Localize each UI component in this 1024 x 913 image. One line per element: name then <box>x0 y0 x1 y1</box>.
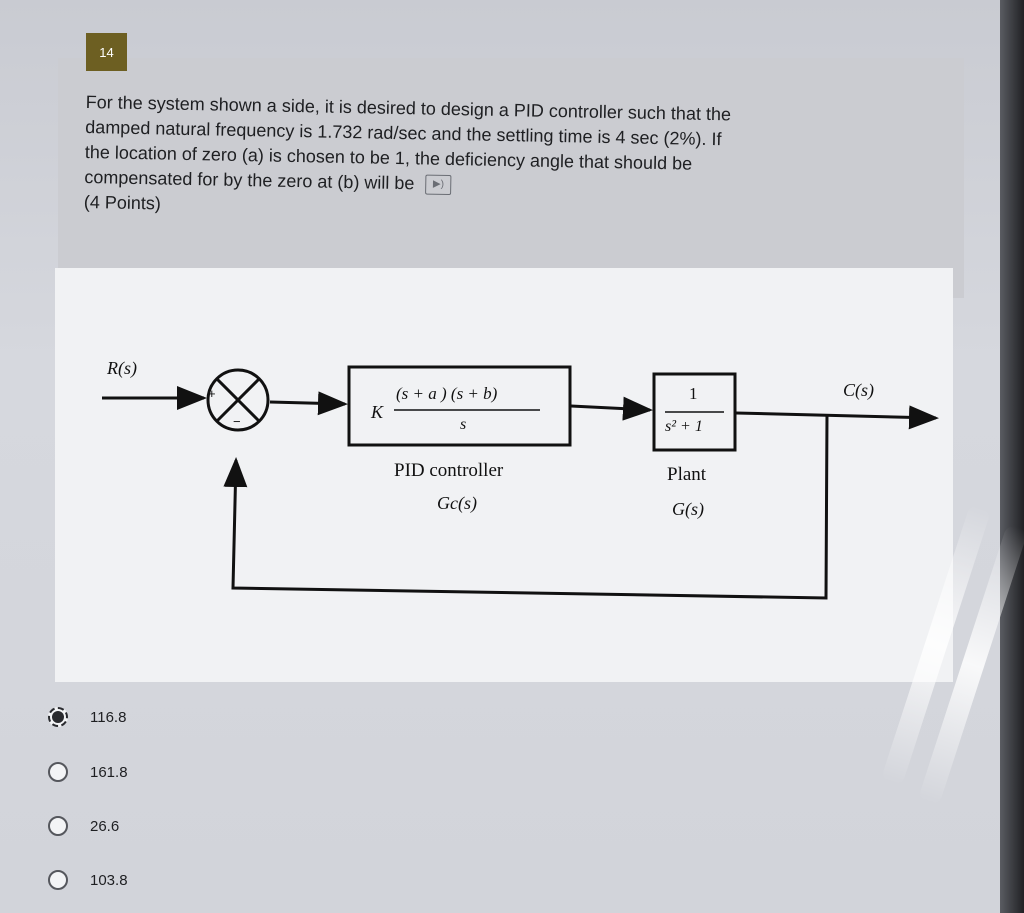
sum-plus-sign: + <box>208 386 216 401</box>
radio-button[interactable] <box>48 762 68 782</box>
controller-gain: K <box>371 402 384 422</box>
control-arrow <box>570 396 653 421</box>
option-2-label: 161.8 <box>90 763 128 781</box>
radio-button[interactable] <box>48 870 68 890</box>
controller-symbol: Gc(s) <box>437 493 477 513</box>
question-header <box>58 58 964 298</box>
error-arrow <box>269 391 348 416</box>
sum-minus-sign: − <box>233 414 241 429</box>
feedback-path <box>223 413 829 600</box>
device-edge <box>1000 0 1024 913</box>
pid-controller-block <box>347 365 572 447</box>
output-arrow <box>735 405 939 430</box>
plant-block <box>652 372 737 452</box>
plant-name: Plant <box>667 464 707 485</box>
option-4[interactable]: 103.8 <box>48 870 128 890</box>
question-number-badge: 14 <box>86 33 127 71</box>
option-3[interactable]: 26.6 <box>48 816 119 836</box>
option-2[interactable]: 161.8 <box>48 762 128 782</box>
controller-denominator: s <box>460 416 467 433</box>
option-1[interactable]: 116.8 <box>48 707 126 727</box>
plant-denominator: s² + 1 <box>665 418 703 435</box>
controller-numerator: (s + a ) (s + b) <box>396 384 498 403</box>
output-label: C(s) <box>843 380 874 400</box>
option-1-label: 116.8 <box>90 708 127 726</box>
plant-numerator: 1 <box>689 384 698 403</box>
radio-button-selected[interactable] <box>48 707 68 727</box>
block-diagram-panel <box>55 268 953 682</box>
input-label: R(s) <box>107 358 137 378</box>
option-3-label: 26.6 <box>90 817 120 835</box>
plant-symbol: G(s) <box>672 499 704 519</box>
controller-name: PID controller <box>394 460 504 481</box>
option-4-label: 103.8 <box>90 871 128 889</box>
radio-button[interactable] <box>48 816 68 836</box>
summing-junction <box>206 368 270 432</box>
